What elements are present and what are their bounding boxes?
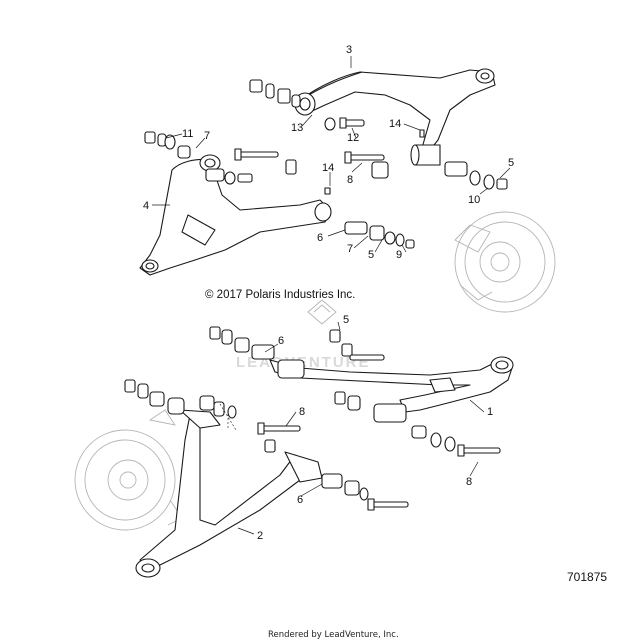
hardware-left: [144, 131, 415, 249]
callout-6-top: 6: [317, 232, 323, 244]
leader-lines: [152, 56, 511, 535]
hub-disc-lower-left: [74, 409, 183, 531]
callout-12: 12: [347, 132, 359, 144]
callout-10: 10: [468, 194, 480, 206]
callout-13: 13: [291, 122, 303, 134]
callout-2: 2: [257, 530, 263, 542]
callout-5-lower: 5: [343, 314, 349, 326]
callout-14-mid: 14: [322, 162, 334, 174]
a-arm-upper-left: [139, 154, 332, 276]
callout-5-mid: 5: [368, 249, 374, 261]
a-arm-lower-left: [135, 409, 323, 578]
a-arm-upper-right: [294, 68, 496, 166]
callout-9: 9: [396, 249, 402, 261]
callout-1: 1: [487, 406, 493, 418]
callout-6-bottom: 6: [297, 494, 303, 506]
hardware-top: [249, 79, 508, 190]
hardware-lower-left: [124, 379, 409, 511]
diagram-part-number: 701875: [567, 570, 607, 584]
callout-11: 11: [182, 128, 193, 140]
callout-3: 3: [346, 44, 352, 56]
callout-8-mid: 8: [299, 406, 305, 418]
callout-4: 4: [143, 200, 149, 212]
callout-6-lower: 6: [278, 335, 284, 347]
copyright-notice: © 2017 Polaris Industries Inc.: [205, 289, 355, 301]
hardware-lower-right: [209, 326, 501, 457]
callout-8-bottom: 8: [466, 476, 472, 488]
callout-14-top: 14: [389, 118, 401, 130]
callout-5-right: 5: [508, 157, 514, 169]
callout-7-mid: 7: [347, 243, 353, 255]
watermark: LEADVENTURE: [236, 299, 369, 371]
a-arm-lower-right: [269, 356, 514, 413]
callouts: 3 13 12 14 11 7 4 14 8 5 10 6 7 5 9 5 6 …: [143, 44, 514, 542]
callout-7-top: 7: [204, 130, 210, 142]
alignment-lines: [219, 403, 237, 431]
hub-disc-upper-right: [454, 211, 556, 313]
callout-8-top: 8: [347, 174, 353, 186]
rendered-by-footer: Rendered by LeadVenture, Inc.: [268, 630, 399, 640]
